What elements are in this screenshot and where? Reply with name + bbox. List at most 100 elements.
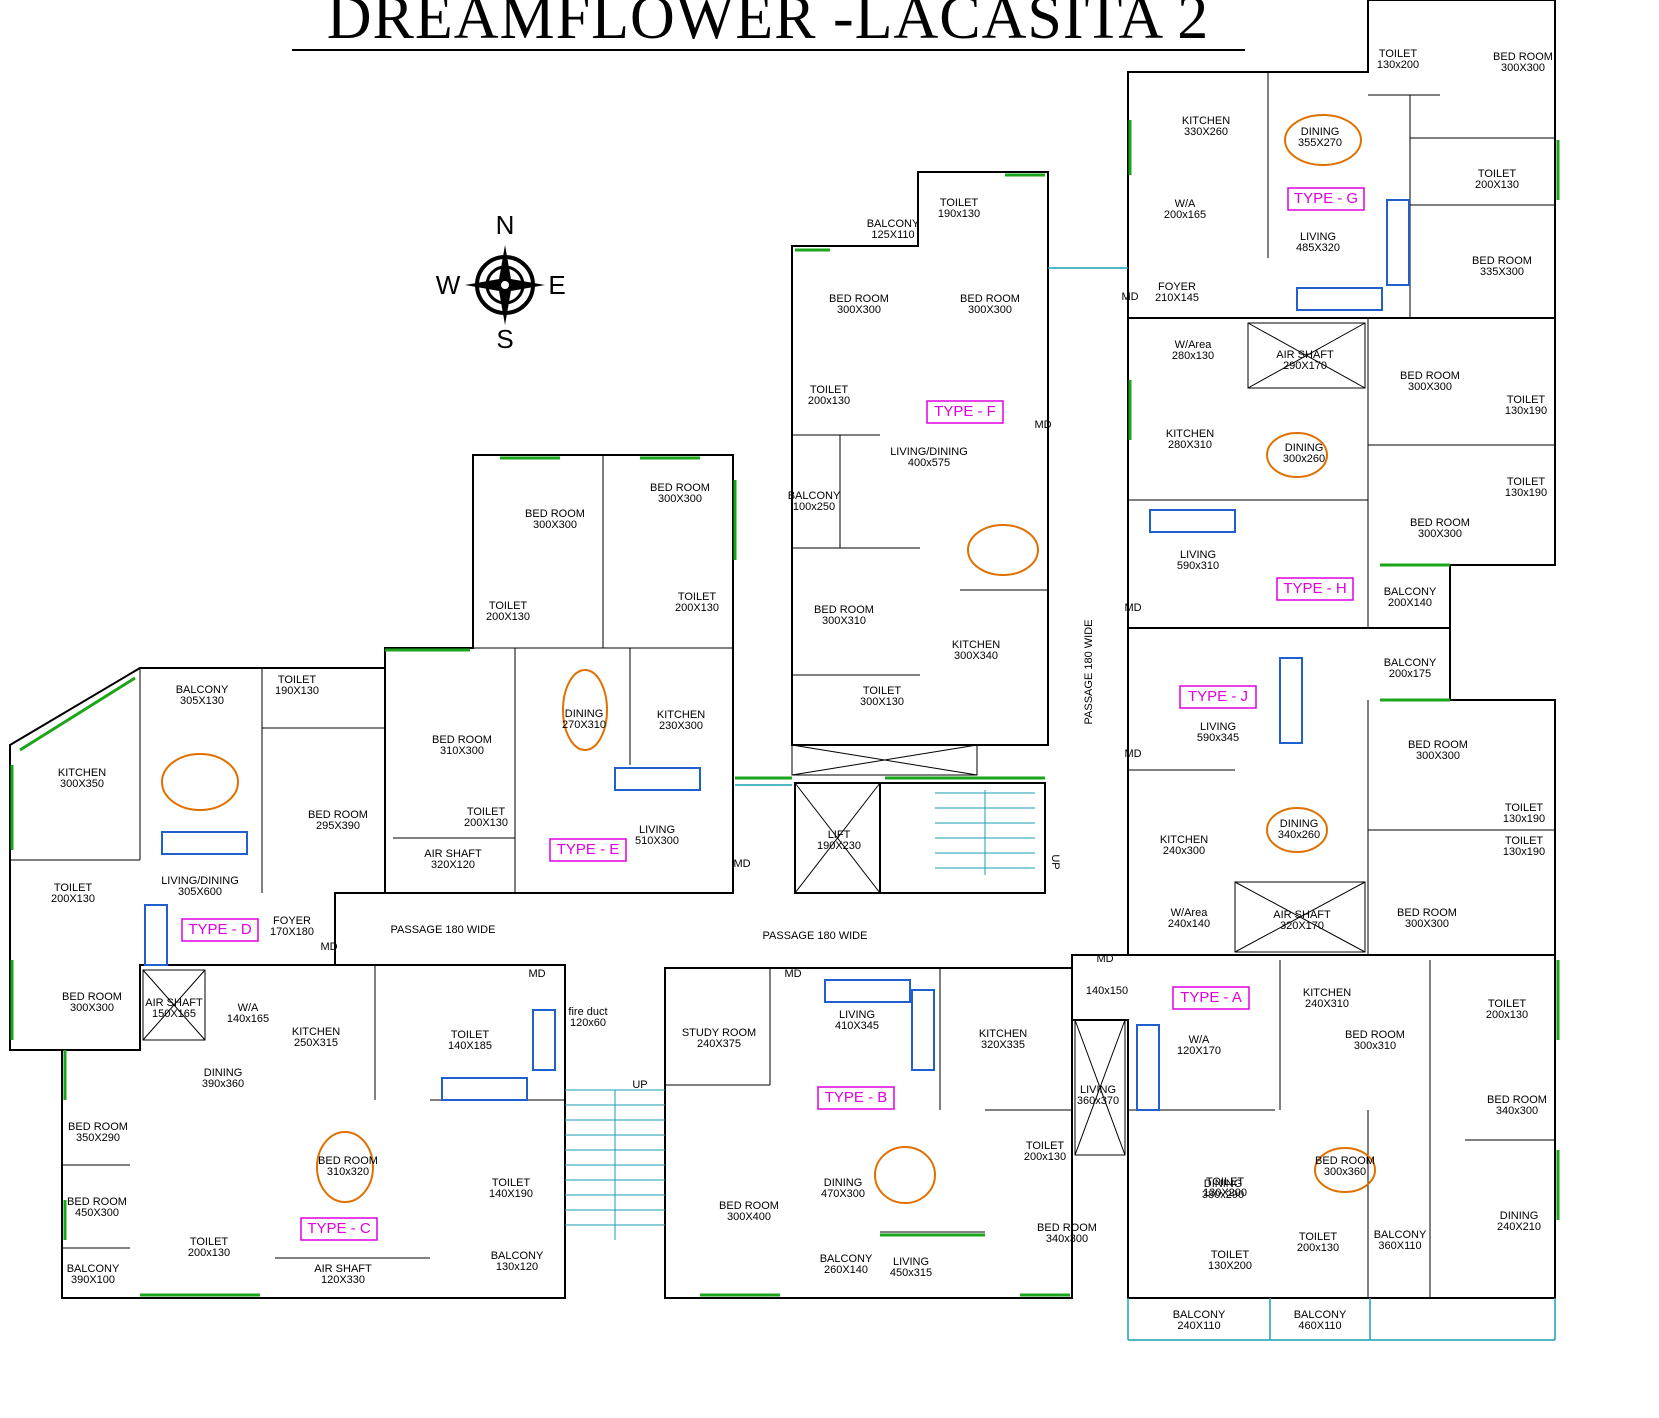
room-name-label: KITCHEN (1303, 987, 1351, 999)
room-name-label: TOILET (1505, 802, 1544, 814)
room-name-label: AIR SHAFT (424, 848, 482, 860)
room-name-label: BED ROOM (1397, 907, 1457, 919)
room-size-label: 130X200 (1203, 1187, 1247, 1199)
type-label-box (817, 1086, 895, 1110)
room-size-label: 300X350 (60, 778, 104, 790)
room-size-label: 130x200 (1377, 59, 1419, 71)
windows (10, 120, 1560, 1297)
room-name-label: TOILET (678, 591, 717, 603)
room-name-label: KITCHEN (657, 709, 705, 721)
room-size-label: 170X180 (270, 926, 314, 938)
room-size-label: 360X110 (1378, 1240, 1421, 1252)
room-size-label: 300X300 (1501, 62, 1545, 74)
room-size-label: 240x140 (1168, 918, 1210, 930)
misc-label: fire duct (568, 1006, 607, 1018)
room-size-label: 300X340 (954, 650, 998, 662)
room-name-label: BED ROOM (1400, 370, 1460, 382)
room-name-label: TOILET (190, 1236, 229, 1248)
room-name-label: TOILET (1211, 1249, 1250, 1261)
room-size-label: 305X130 (180, 695, 224, 707)
room-size-label: 120X330 (321, 1274, 365, 1286)
room-size-label: 290X170 (1283, 360, 1327, 372)
room-name-label: DINING (1285, 442, 1324, 454)
room-size-label: 355X270 (1298, 137, 1342, 149)
type-label: TYPE - H (1283, 580, 1346, 597)
room-name-label: BED ROOM (432, 734, 492, 746)
room-name-label: BED ROOM (1487, 1094, 1547, 1106)
room-name-label: KITCHEN (1182, 115, 1230, 127)
up-label: UP (1049, 854, 1061, 869)
compass-west: W (436, 270, 461, 300)
room-size-label: 295X390 (316, 820, 360, 832)
room-name-label: TOILET (1507, 394, 1546, 406)
room-size-label: 450X300 (75, 1207, 119, 1219)
room-size-label: 360x370 (1077, 1095, 1119, 1107)
room-size-label: 300X300 (533, 519, 577, 531)
room-size-label: 320X170 (1280, 920, 1324, 932)
room-size-label: 140x165 (227, 1013, 269, 1025)
room-name-label: W/A (1175, 198, 1196, 210)
room-size-label: 200x130 (1024, 1151, 1066, 1163)
misc-label: 140x150 (1086, 985, 1128, 997)
compass-east: E (548, 270, 565, 300)
room-name-label: LIVING (1080, 1084, 1116, 1096)
room-name-label: TOILET (1379, 48, 1418, 60)
room-name-label: BALCONY (1384, 657, 1437, 669)
type-label-box (1179, 685, 1257, 709)
room-size-label: 310x320 (327, 1166, 369, 1178)
room-name-label: KITCHEN (979, 1028, 1027, 1040)
room-name-label: BALCONY (867, 218, 920, 230)
md-label: MD (528, 968, 545, 980)
passage-label-left: PASSAGE 180 WIDE (391, 924, 496, 936)
room-name-label: AIR SHAFT (1276, 349, 1334, 361)
room-name-label: DINING (1204, 1178, 1243, 1190)
room-size-label: 300x310 (1354, 1040, 1396, 1052)
room-size-label: 130x190 (1503, 846, 1545, 858)
room-size-label: 200x130 (188, 1247, 230, 1259)
room-size-label: 200x165 (1164, 209, 1206, 221)
room-name-label: BALCONY (1294, 1309, 1347, 1321)
room-name-label: LIVING (839, 1009, 875, 1021)
room-size-label: 340x260 (1278, 829, 1320, 841)
type-label-box (300, 1217, 378, 1241)
room-size-label: 240X110 (1177, 1320, 1220, 1332)
room-name-label: BED ROOM (1410, 517, 1470, 529)
room-name-label: LIFT (828, 829, 851, 841)
room-name-label: DINING (1301, 126, 1340, 138)
room-size-label: 100x250 (793, 501, 835, 513)
room-size-label: 340x300 (1046, 1233, 1088, 1245)
room-name-label: BALCONY (1384, 586, 1437, 598)
type-label-box (1287, 187, 1365, 211)
room-size-label: 200X130 (675, 602, 719, 614)
room-size-label: 140X185 (448, 1040, 492, 1052)
room-size-label: 230X300 (659, 720, 703, 732)
room-name-label: BED ROOM (1345, 1029, 1405, 1041)
room-name-label: BALCONY (176, 684, 229, 696)
room-name-label: LIVING (1200, 721, 1236, 733)
room-name-label: TOILET (467, 806, 506, 818)
room-size-label: 300X400 (727, 1211, 771, 1223)
room-size-label: 460X110 (1298, 1320, 1341, 1332)
type-label: TYPE - G (1294, 190, 1358, 207)
type-label-box (181, 918, 259, 942)
type-label: TYPE - D (188, 921, 252, 938)
room-size-label: 240X375 (697, 1038, 741, 1050)
room-name-label: TOILET (451, 1029, 490, 1041)
room-name-label: TOILET (54, 882, 93, 894)
room-size-label: 150X165 (152, 1008, 196, 1020)
room-size-label: 280x130 (1172, 350, 1214, 362)
room-size-label: 305X600 (178, 886, 222, 898)
room-name-label: BED ROOM (960, 293, 1020, 305)
room-name-label: BALCONY (67, 1263, 120, 1275)
room-name-label: TOILET (1488, 998, 1527, 1010)
compass-north: N (496, 210, 515, 240)
md-label: MD (1124, 602, 1141, 614)
room-size-label: 390X100 (71, 1274, 115, 1286)
room-name-label: TOILET (278, 674, 317, 686)
room-size-label: 200x175 (1389, 668, 1431, 680)
room-name-label: KITCHEN (58, 767, 106, 779)
room-size-label: 300X310 (822, 615, 866, 627)
room-size-label: 320X335 (981, 1039, 1025, 1051)
type-label: TYPE - J (1188, 688, 1248, 705)
